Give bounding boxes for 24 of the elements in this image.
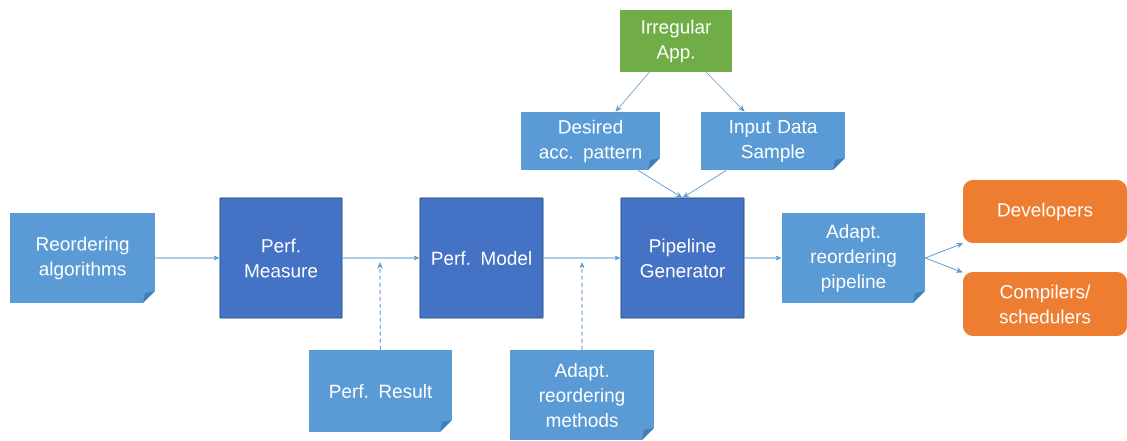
note-box: Perf. Result: [309, 350, 452, 432]
process-box: Perf. Measure: [219, 197, 343, 319]
note-box: Adapt. reordering methods: [510, 350, 654, 440]
process-box: Pipeline Generator: [620, 197, 745, 319]
arrow: [924, 257, 963, 273]
arrow: [154, 255, 220, 261]
arrow: [683, 169, 727, 198]
arrow: [615, 71, 650, 112]
arrow: [341, 255, 420, 261]
note-box: Desired acc. pattern: [521, 112, 660, 170]
arrow: [743, 255, 782, 261]
app-box: Irregular App.: [620, 10, 732, 72]
arrow: [705, 71, 745, 112]
arrow: [637, 169, 682, 198]
output-box: Developers: [963, 180, 1127, 243]
arrow: [924, 243, 963, 259]
output-box: Compilers/ schedulers: [963, 272, 1127, 336]
process-box: Perf. Model: [419, 197, 544, 319]
arrow: [377, 262, 383, 351]
note-box: Reordering algorithms: [10, 213, 155, 303]
arrow: [579, 262, 585, 351]
note-box: Input Data Sample: [701, 112, 845, 170]
arrow: [542, 255, 621, 261]
note-box: Adapt. reordering pipeline: [782, 213, 925, 303]
